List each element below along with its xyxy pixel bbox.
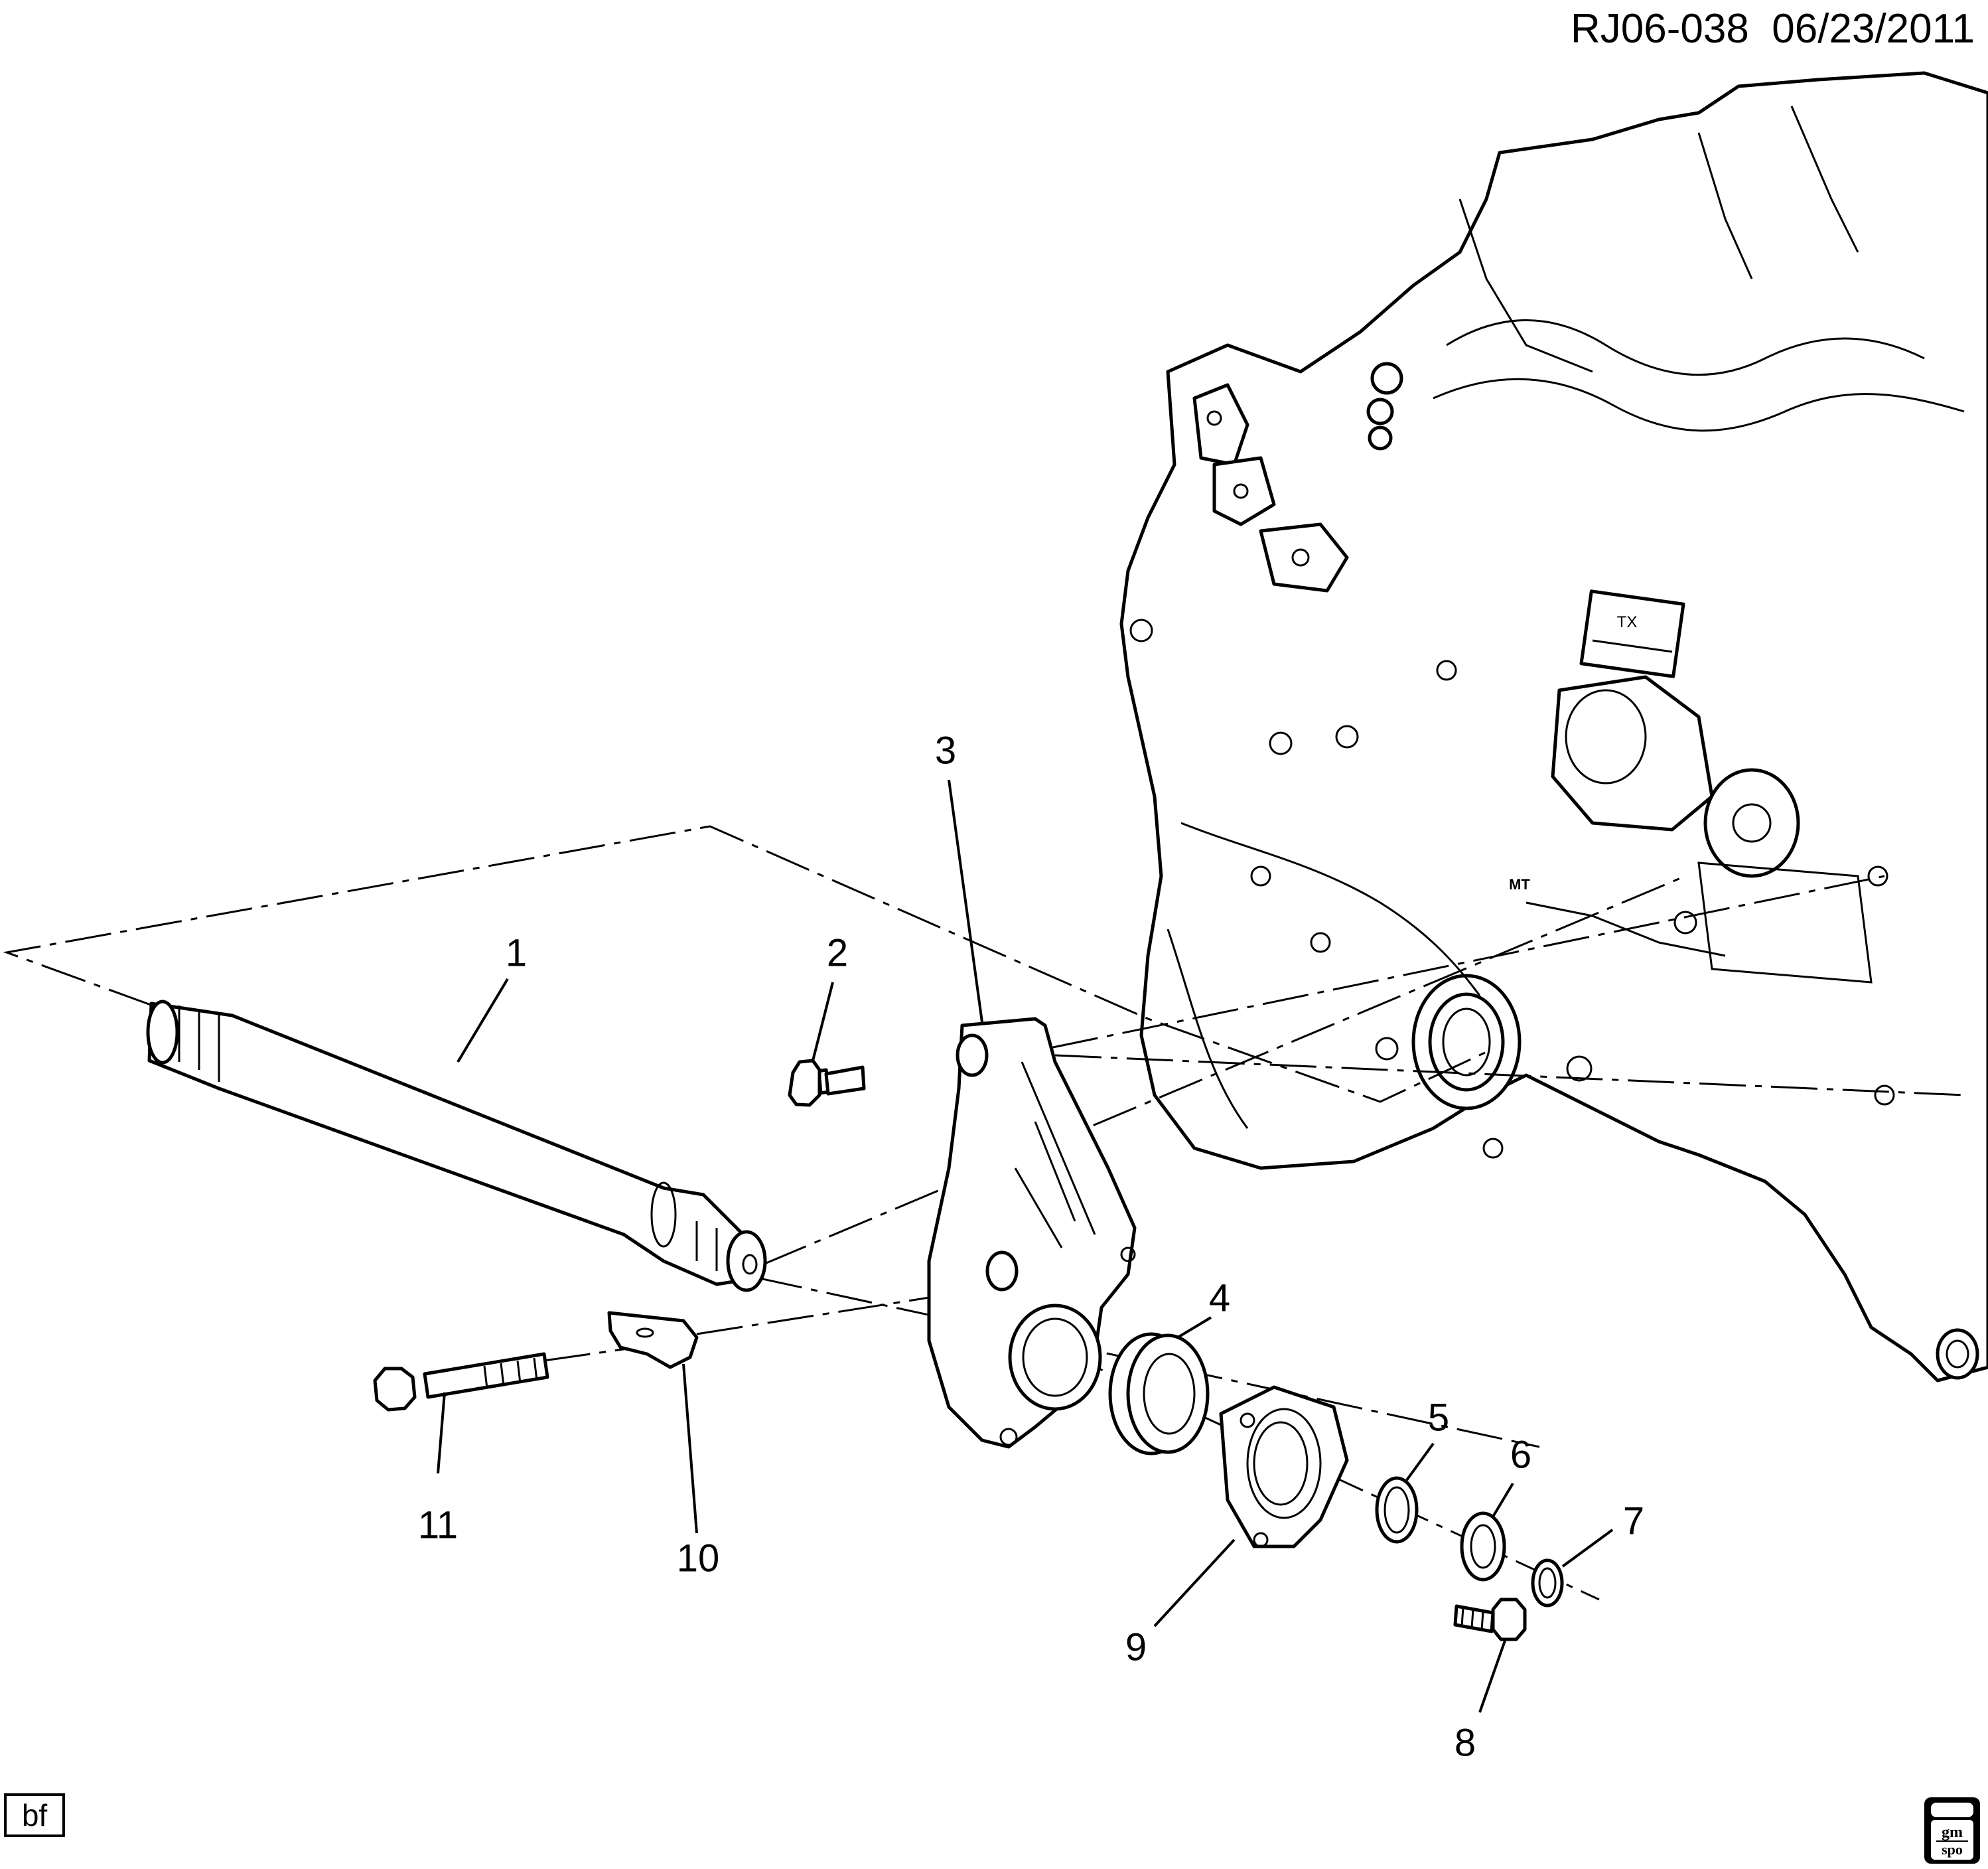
callout-10: 10 (677, 1536, 720, 1580)
emission-label: TX (1579, 589, 1685, 678)
callout-1: 1 (506, 931, 527, 974)
starter-motor (1551, 675, 1800, 878)
callout-numbers: 1 2 3 4 5 6 7 8 9 10 11 (418, 729, 1644, 1764)
snap-ring-large (1375, 1476, 1419, 1544)
bolt-upper (788, 1059, 866, 1107)
artist-code-box: bf (4, 1793, 65, 1837)
transaxle-output-seal (1411, 974, 1522, 1110)
bolt-long (373, 1352, 549, 1412)
snap-ring-small (1531, 1558, 1564, 1607)
bearing-retainer (1219, 1385, 1349, 1548)
intermediate-shaft (146, 1000, 767, 1292)
bearing-support-bracket (927, 1017, 1137, 1449)
leader-lines (437, 779, 1614, 1713)
mt-label-text: MT (1509, 876, 1530, 893)
bolt-retainer (1453, 1598, 1527, 1641)
callout-3: 3 (935, 729, 956, 772)
drawing-header: RJ06-038 06/23/2011 (1571, 5, 1975, 52)
callout-2: 2 (827, 931, 848, 974)
engine-transaxle-assembly: TX MT (1119, 71, 1988, 1383)
washer (1460, 1511, 1506, 1582)
tx-label-text: TX (1617, 613, 1638, 631)
heat-shield-tab (607, 1311, 699, 1369)
callout-11: 11 (418, 1503, 458, 1546)
svg-text:spo: spo (1942, 1841, 1963, 1858)
drawing-date: 06/23/2011 (1772, 6, 1975, 52)
callout-6: 6 (1510, 1433, 1531, 1476)
svg-text:gm: gm (1942, 1824, 1963, 1841)
shaft-bearing (1108, 1332, 1210, 1456)
drawing-id: RJ06-038 (1571, 6, 1749, 52)
callout-7: 7 (1623, 1499, 1644, 1542)
callout-8: 8 (1455, 1721, 1476, 1764)
callout-9: 9 (1125, 1625, 1147, 1669)
gm-spo-logo: gm spo (1924, 1797, 1980, 1864)
callout-5: 5 (1428, 1396, 1449, 1439)
callout-4: 4 (1209, 1276, 1230, 1319)
artist-code: bf (21, 1798, 48, 1832)
